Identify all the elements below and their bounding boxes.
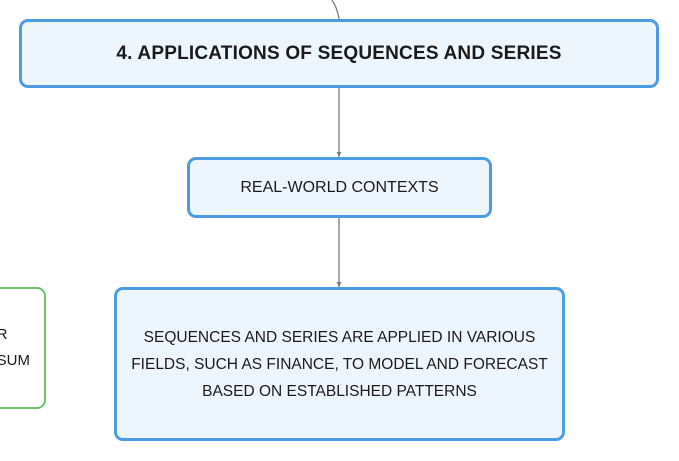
left-partial-node-text: R SUM <box>0 322 30 374</box>
left-partial-node-line2: SUM <box>0 352 30 369</box>
context-node[interactable]: REAL-WORLD CONTEXTS <box>187 157 492 218</box>
detail-node[interactable]: SEQUENCES AND SERIES ARE APPLIED IN VARI… <box>114 287 565 441</box>
title-node-label: 4. APPLICATIONS OF SEQUENCES AND SERIES <box>116 42 562 64</box>
incoming-connector <box>331 0 340 20</box>
left-partial-node-line1: R <box>0 326 8 343</box>
title-node[interactable]: 4. APPLICATIONS OF SEQUENCES AND SERIES <box>19 19 659 88</box>
arrowhead-context <box>336 152 342 157</box>
arrowhead-detail <box>336 282 342 287</box>
left-partial-node[interactable]: R SUM <box>0 287 46 409</box>
context-node-label: REAL-WORLD CONTEXTS <box>240 178 439 196</box>
detail-node-label: SEQUENCES AND SERIES ARE APPLIED IN VARI… <box>131 328 548 400</box>
